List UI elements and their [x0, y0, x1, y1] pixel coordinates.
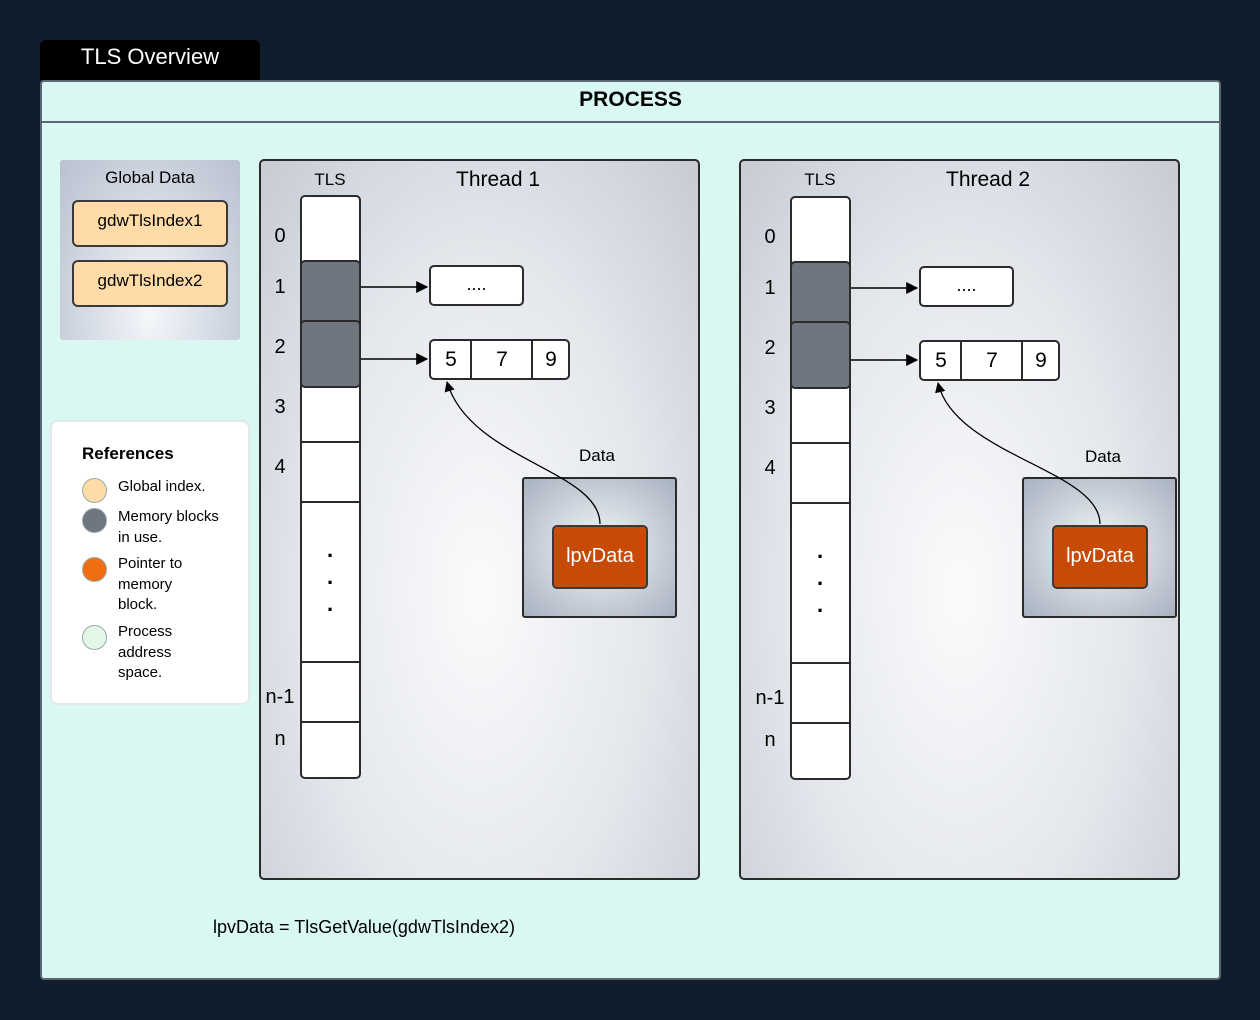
thread-2-memory-block-1: .... — [919, 266, 1014, 307]
thread-2-row-label: 3 — [764, 397, 776, 419]
global-index-1: gdwTlsIndex1 — [72, 200, 228, 247]
thread-2-title: Thread 2 — [946, 168, 1031, 191]
block-cell: 7 — [496, 348, 508, 371]
tls-slot-divider — [302, 441, 359, 443]
ellipsis-dot: . — [816, 592, 824, 617]
thread-2-row-label: 2 — [764, 337, 776, 359]
block-cell: 5 — [935, 349, 947, 372]
thread-1-data-container: lpvData — [522, 477, 677, 618]
thread-2-data-label: Data — [1085, 447, 1121, 466]
thread-1-tls-slot-2 — [300, 320, 361, 388]
thread-2-row-label: n-1 — [755, 687, 785, 709]
thread-1-tls-label: TLS — [314, 170, 346, 189]
tls-slot-divider — [302, 721, 359, 723]
cell-divider — [960, 342, 962, 379]
global-index-2: gdwTlsIndex2 — [72, 260, 228, 307]
process-title: PROCESS — [42, 82, 1219, 123]
ellipsis-dot: . — [326, 591, 334, 616]
thread-1-row-label: 1 — [274, 276, 286, 298]
block-cell: 5 — [445, 348, 457, 371]
legend-label-global-index: Global index. — [118, 478, 206, 495]
thread-1-row-label: 4 — [274, 456, 286, 478]
legend-swatch-pointer — [82, 557, 107, 582]
lpvdata-arrow — [935, 381, 1101, 525]
tls-slot-divider — [792, 442, 849, 444]
cell-divider — [1021, 342, 1023, 379]
legend-swatch-global-index — [82, 478, 107, 503]
cell-divider — [531, 341, 533, 378]
tls-slot-divider — [302, 501, 359, 503]
legend-label-process-space: Process address space. — [118, 623, 173, 681]
block-cell: 9 — [545, 348, 557, 371]
ellipsis-dot: . — [326, 564, 334, 589]
tls-slot-divider — [302, 661, 359, 663]
legend-swatch-process-space — [82, 625, 107, 650]
thread-2-lpvdata-pointer: lpvData — [1052, 525, 1148, 589]
thread-1-row-label: 3 — [274, 396, 286, 418]
thread-1-memory-block-2: 5 7 9 — [429, 339, 570, 380]
formula-text: lpvData = TlsGetValue(gdwTlsIndex2) — [213, 917, 515, 937]
ellipsis-dot: . — [326, 537, 334, 562]
thread-2-row-label: 0 — [764, 226, 776, 248]
global-data-title: Global Data — [105, 168, 195, 187]
thread-1-data-label: Data — [579, 446, 615, 465]
tls-slot-divider — [792, 662, 849, 664]
global-data-panel: Global Data gdwTlsIndex1 gdwTlsIndex2 — [60, 160, 240, 340]
thread-1-row-label: 2 — [274, 336, 286, 358]
thread-2-memory-block-2: 5 7 9 — [919, 340, 1060, 381]
thread-2-tls-label: TLS — [804, 170, 836, 189]
ellipsis-dot: . — [816, 565, 824, 590]
legend-swatch-memory-blocks — [82, 508, 107, 533]
lpvdata-arrow — [444, 381, 601, 525]
tls-slot-divider — [792, 722, 849, 724]
thread-1-lpvdata-pointer: lpvData — [552, 525, 648, 589]
tls-slot-divider — [792, 502, 849, 504]
thread-2-row-label: 1 — [764, 277, 776, 299]
thread-2-row-label: 4 — [764, 457, 776, 479]
overview-tab[interactable]: TLS Overview — [40, 40, 260, 80]
thread-2-data-container: lpvData — [1022, 477, 1177, 618]
thread-1-tls-slot-1 — [300, 260, 361, 328]
block-cell: 9 — [1035, 349, 1047, 372]
references-legend: References Global index. Memory blocks i… — [50, 420, 250, 705]
thread-2-tls-slot-2 — [790, 321, 851, 389]
ellipsis-dot: . — [816, 538, 824, 563]
thread-2-row-label: n — [764, 729, 776, 751]
thread-1-memory-block-1: .... — [429, 265, 524, 306]
thread-1-row-label: n — [274, 728, 286, 750]
legend-label-pointer: Pointer to memory block. — [118, 555, 183, 613]
thread-2-tls-slot-1 — [790, 261, 851, 329]
cell-divider — [470, 341, 472, 378]
thread-1-row-label: n-1 — [265, 686, 295, 708]
thread-1-row-label: 0 — [274, 225, 286, 247]
block-cell: 7 — [986, 349, 998, 372]
references-title: References — [82, 444, 174, 463]
legend-label-memory-blocks: Memory blocks in use. — [118, 508, 219, 546]
thread-1-title: Thread 1 — [456, 168, 541, 191]
